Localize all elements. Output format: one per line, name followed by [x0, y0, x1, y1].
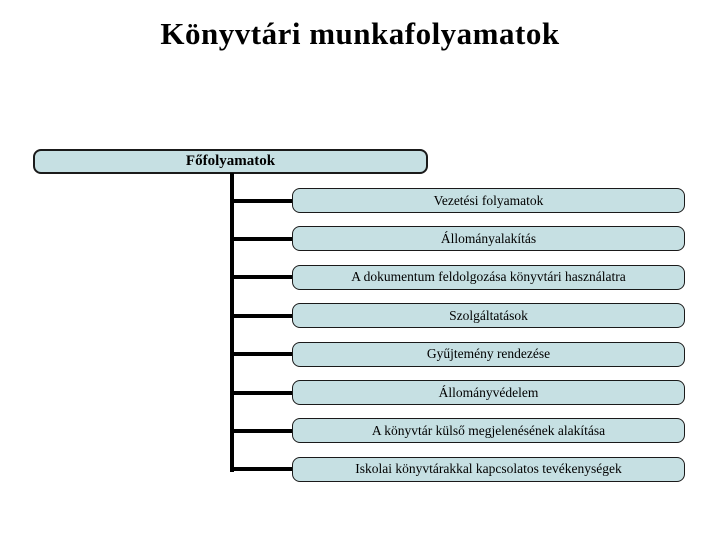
connector-branch	[230, 236, 294, 241]
diagram-row: Állományvédelem	[0, 380, 720, 405]
child-node-iskolai-konyvtarak: Iskolai könyvtárakkal kapcsolatos tevéke…	[292, 456, 685, 482]
root-node-fofolyamatok: Főfolyamatok	[33, 149, 428, 174]
child-node-allomanyalakitas: Állományalakítás	[292, 226, 685, 252]
child-node-dokumentum-feldolgozasa: A dokumentum feldolgozása könyvtári hasz…	[292, 264, 685, 290]
connector-branch	[230, 352, 294, 357]
connector-trunk	[230, 173, 234, 472]
diagram-row: Szolgáltatások	[0, 303, 720, 329]
child-node-gyujtemeny-rendezese: Gyűjtemény rendezése	[292, 341, 685, 367]
child-node-label: Állományvédelem	[438, 384, 539, 400]
child-node-label: Iskolai könyvtárakkal kapcsolatos tevéke…	[355, 461, 622, 477]
connector-branch	[230, 467, 294, 472]
diagram-row: Gyűjtemény rendezése	[0, 341, 720, 367]
diagram-row: Állományalakítás	[0, 226, 720, 252]
diagram-row: Iskolai könyvtárakkal kapcsolatos tevéke…	[0, 456, 720, 482]
diagram-row: A dokumentum feldolgozása könyvtári hasz…	[0, 264, 720, 290]
child-node-label: Szolgáltatások	[449, 307, 528, 323]
child-node-allomanyvedelem: Állományvédelem	[292, 380, 685, 405]
child-node-kulso-megjelenes: A könyvtár külső megjelenésének alakítás…	[292, 418, 685, 444]
diagram-row: A könyvtár külső megjelenésének alakítás…	[0, 418, 720, 444]
child-node-label: Vezetési folyamatok	[433, 192, 544, 208]
child-node-szolgaltatasok: Szolgáltatások	[292, 303, 685, 329]
child-node-label: A dokumentum feldolgozása könyvtári hasz…	[351, 269, 626, 285]
diagram-row: Vezetési folyamatok	[0, 188, 720, 213]
child-node-label: Gyűjtemény rendezése	[426, 346, 551, 362]
child-node-label: Állományalakítás	[440, 230, 537, 246]
connector-branch	[230, 313, 294, 318]
connector-branch	[230, 428, 294, 433]
connector-branch	[230, 390, 294, 395]
slide-title: Könyvtári munkafolyamatok	[160, 16, 560, 51]
connector-branch	[230, 275, 294, 280]
child-node-vezetesi-folyamatok: Vezetési folyamatok	[292, 188, 685, 213]
connector-branch	[230, 198, 294, 203]
root-node-label: Főfolyamatok	[185, 153, 276, 169]
child-node-label: A könyvtár külső megjelenésének alakítás…	[371, 422, 606, 438]
